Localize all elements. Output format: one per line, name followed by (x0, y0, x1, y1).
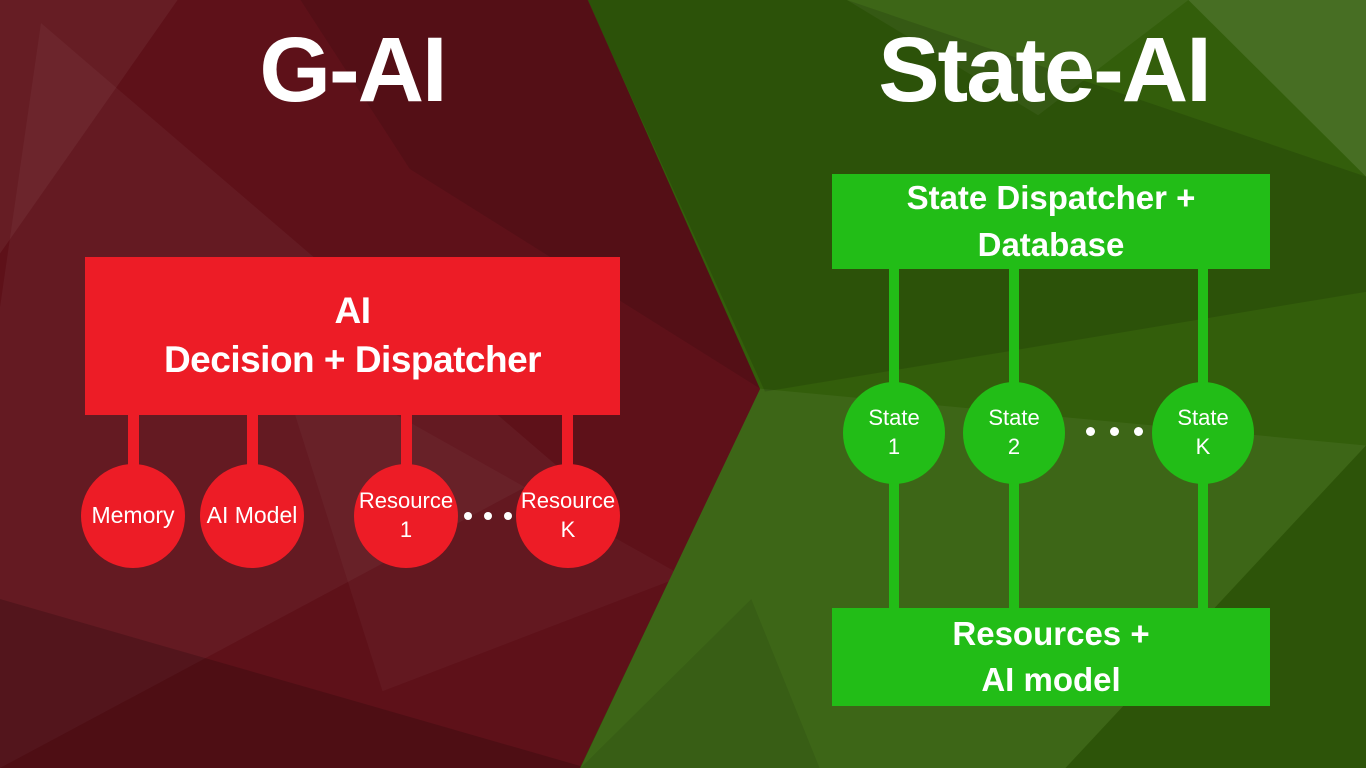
node-label: K (560, 517, 576, 542)
ellipsis-dot (504, 512, 512, 520)
connector-line (401, 410, 412, 470)
ellipsis-dot (484, 512, 492, 520)
node-label: State (988, 405, 1040, 431)
ellipsis (1086, 427, 1143, 436)
state-2-node: State 2 (963, 382, 1065, 484)
ellipsis-dot (1134, 427, 1143, 436)
box-text-line: Decision + Dispatcher (163, 339, 542, 380)
connector-line (128, 410, 139, 470)
node-label: 1 (887, 434, 901, 459)
state-k-node: State K (1152, 382, 1254, 484)
ellipsis (464, 512, 512, 520)
resource-1-node: Resource 1 (354, 464, 458, 568)
box-text-line: AI (334, 290, 372, 332)
resources-ai-model-box: Resources + AI model (832, 608, 1270, 706)
node-label: Resource (520, 488, 616, 514)
box-text-line: Resources + (952, 614, 1150, 652)
connector-line (247, 410, 258, 470)
resource-k-node: Resource K (516, 464, 620, 568)
ai-decision-dispatcher-box: AI Decision + Dispatcher (85, 257, 620, 415)
state-1-node: State 1 (843, 382, 945, 484)
node-label: State (1177, 405, 1229, 431)
node-label: AI Model (206, 502, 298, 529)
g-ai-title: G-AI (259, 19, 447, 121)
node-label: Resource (358, 488, 454, 514)
state-dispatcher-database-box: State Dispatcher + Database (832, 174, 1270, 269)
ellipsis-dot (1086, 427, 1095, 436)
node-label: K (1195, 434, 1211, 459)
ai-model-node: AI Model (200, 464, 304, 568)
node-label: Memory (91, 502, 175, 529)
box-text-line: State Dispatcher + (906, 179, 1196, 217)
ellipsis-dot (1110, 427, 1119, 436)
connector-line (562, 410, 573, 470)
node-label: 2 (1007, 434, 1021, 459)
state-ai-title: State-AI (878, 19, 1212, 121)
box-text-line: AI model (981, 661, 1121, 698)
node-label: State (868, 405, 920, 431)
box-text-line: Database (977, 225, 1125, 263)
node-label: 1 (399, 517, 413, 542)
ellipsis-dot (464, 512, 472, 520)
memory-node: Memory (81, 464, 185, 568)
